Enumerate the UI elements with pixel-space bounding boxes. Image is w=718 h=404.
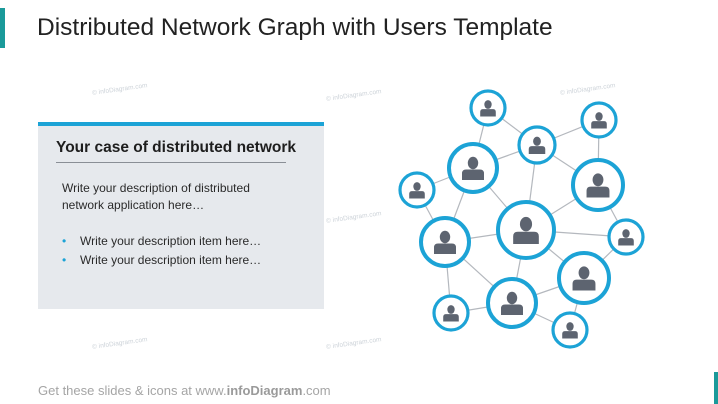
user-node: [580, 101, 618, 139]
user-node: [432, 294, 470, 332]
user-icon: [618, 229, 634, 246]
user-icon: [501, 291, 523, 315]
user-icon: [513, 216, 539, 244]
user-node: [447, 142, 499, 194]
bullet-text: Write your description item here…: [80, 234, 262, 248]
panel-description: Write your description of distributed ne…: [62, 181, 250, 212]
user-node: [557, 251, 611, 305]
user-icon: [586, 173, 610, 198]
left-accent-marker: [0, 8, 5, 48]
user-node: [496, 200, 556, 260]
user-icon: [462, 156, 484, 180]
user-icon: [443, 305, 459, 322]
user-icon: [572, 266, 596, 291]
footer-brand: infoDiagram: [226, 383, 303, 398]
user-icon: [562, 322, 578, 339]
user-icon: [409, 182, 425, 199]
heading-divider: [56, 162, 286, 163]
bullet-icon: •: [62, 234, 67, 248]
footer-prefix: Get these slides & icons at www.: [38, 383, 227, 398]
user-icon: [480, 100, 496, 117]
bullet-item: • Write your description item here…: [62, 232, 261, 251]
panel-heading: Your case of distributed network: [56, 139, 297, 156]
user-node: [517, 125, 557, 165]
footer-suffix: .com: [302, 383, 331, 398]
user-node: [486, 277, 538, 329]
bullet-text: Write your description item here…: [80, 253, 262, 267]
footer-credit: Get these slides & icons at www.infoDiag…: [38, 383, 331, 398]
bullet-list: • Write your description item here… • Writ…: [62, 232, 261, 270]
slide-title: Distributed Network Graph with Users Tem…: [37, 14, 553, 41]
user-node: [419, 216, 471, 268]
user-node: [469, 89, 507, 127]
bullet-icon: •: [62, 253, 67, 267]
user-node: [551, 311, 589, 349]
user-icon: [591, 112, 607, 129]
description-panel: Your case of distributed network Write y…: [38, 122, 324, 309]
right-accent-marker: [714, 372, 718, 404]
network-nodes: [398, 89, 645, 349]
user-icon: [434, 230, 456, 254]
user-node: [398, 171, 436, 209]
user-node: [607, 218, 645, 256]
bullet-item: • Write your description item here…: [62, 251, 261, 270]
user-node: [571, 158, 625, 212]
user-icon: [528, 136, 546, 154]
